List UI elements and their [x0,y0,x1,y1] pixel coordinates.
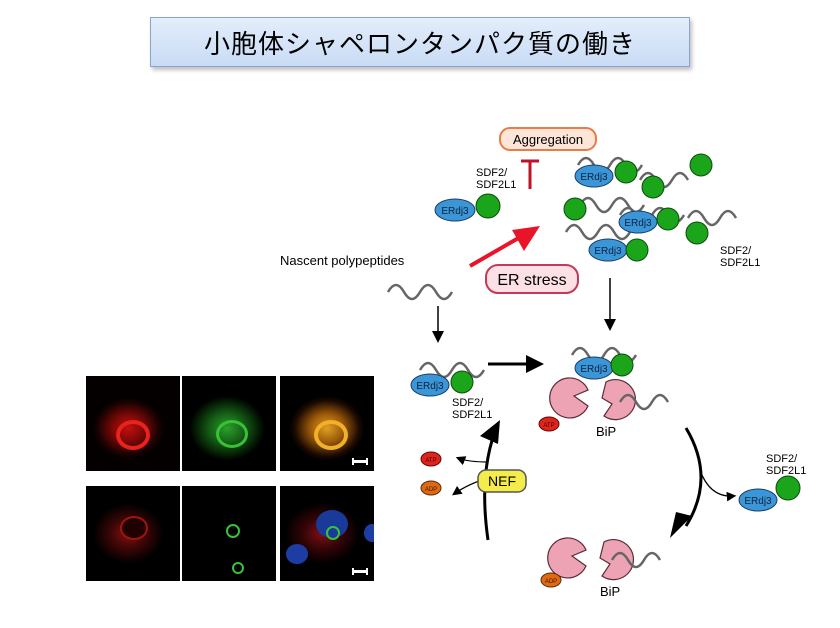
cycle-arrow-left-head [480,420,500,444]
svg-text:ADP: ADP [425,487,437,493]
svg-text:ERdj3: ERdj3 [441,206,469,217]
page-title: 小胞体シャペロンタンパク質の働き [150,17,690,67]
sdf2-label-released: SDF2/ [766,453,798,465]
erdj3-sdf2-complex-top: ERdj3 [434,193,501,222]
scale-bar-2 [352,568,368,575]
bip-complex-mid: ERdj3 ATP [538,346,670,432]
er-stress-label: ER stress [497,272,566,289]
stress-cluster: ERdj3 ERdj3 ERdj3 [563,153,738,262]
sdf2l1-label-right-top: SDF2L1 [720,257,760,269]
sdf2l1-label-released: SDF2L1 [766,465,806,477]
svg-text:ERdj3: ERdj3 [744,496,772,507]
micrograph-green-1 [182,376,276,471]
bip-label-bottom: BiP [600,584,620,599]
cycle-arrow-right [684,427,703,527]
nef-box: NEF [477,469,527,493]
svg-text:ATP: ATP [543,423,554,429]
atp-in-arrow [455,456,489,466]
svg-text:ERdj3: ERdj3 [416,381,444,392]
svg-text:ATP: ATP [425,458,436,464]
adp-cycle-dot [420,480,442,496]
aggregation-group: Aggregation [499,127,597,189]
bip-label-mid: BiP [596,424,616,439]
atp-cycle-dot [420,451,442,467]
arrow-to-bip-head [526,355,544,373]
svg-text:ERdj3: ERdj3 [594,246,622,257]
er-stress-box: ER stress [485,264,579,294]
nef-label: NEF [488,473,516,489]
micrograph-green-2 [182,486,276,581]
micrograph-merge-1 [280,376,374,471]
micrograph-merge-2 [280,486,374,581]
sdf2-label-mid: SDF2/ [452,397,484,409]
nascent-label: Nascent polypeptides [280,253,405,268]
micrograph-red-2 [86,486,180,581]
aggregation-label: Aggregation [513,132,583,147]
sdf2-label-right-top: SDF2/ [720,245,752,257]
sdf2l1-label-mid: SDF2L1 [452,409,492,421]
release-arrow [699,469,737,502]
bip-complex-bottom: ADP [540,537,662,588]
erdj3-complex-mid: ERdj3 [410,361,486,397]
er-stress-arrow [469,226,540,268]
micrograph-red-1 [86,376,180,471]
cycle-arrow-right-head [670,512,692,538]
sdf2-label-top: SDF2/ [476,167,508,179]
nascent-polypeptide-strand [386,283,454,301]
svg-text:ERdj3: ERdj3 [580,364,608,375]
svg-text:ERdj3: ERdj3 [624,218,652,229]
aggregation-box [499,127,597,151]
scale-bar-1 [352,458,368,465]
svg-text:ERdj3: ERdj3 [580,172,608,183]
svg-text:ADP: ADP [545,579,557,585]
sdf2l1-label-top: SDF2L1 [476,179,516,191]
erdj3-released: ERdj3 [738,475,801,512]
